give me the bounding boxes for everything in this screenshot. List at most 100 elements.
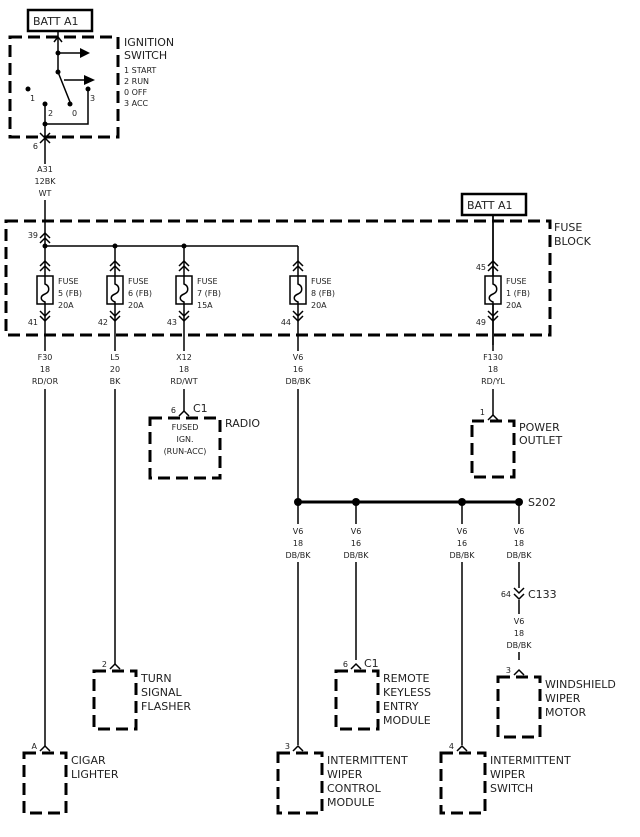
fuse-in-connector-icon xyxy=(292,259,304,272)
connector-icon xyxy=(350,662,362,670)
fuse-out-pin: 43 xyxy=(167,318,177,327)
fuse-element-icon xyxy=(488,276,498,304)
batt-a1-top: BATT A1 xyxy=(26,8,94,33)
component-title: WIPER xyxy=(545,692,581,705)
run-arrow-icon xyxy=(84,75,95,85)
fuse-in-connector-icon xyxy=(487,259,499,272)
wire-gauge: 18 xyxy=(514,539,524,548)
ignition-out-pin: 6 xyxy=(33,142,38,151)
batt-a1-right: BATT A1 xyxy=(460,192,528,217)
fuse-in-pin: 45 xyxy=(476,263,486,272)
component-outline xyxy=(334,669,380,731)
fuse-block-outline xyxy=(4,219,552,337)
component-title: REMOTE xyxy=(383,672,429,685)
connector-6-icon xyxy=(39,132,51,144)
c133-connector: 64 C133 V6 18 DB/BK xyxy=(501,587,557,650)
splice-name: S202 xyxy=(528,496,556,509)
radio-pin: 6 xyxy=(171,406,176,415)
wire-code: V6 xyxy=(457,527,468,536)
wire-gauge: 16 xyxy=(293,365,303,374)
fuse-number: 7 (FB) xyxy=(197,289,221,298)
wire-a31-label: A31 12BK WT xyxy=(28,164,62,200)
batt-a1-top-label: BATT A1 xyxy=(33,15,78,28)
component-title: MODULE xyxy=(383,714,431,727)
wire-color: RD/WT xyxy=(170,377,197,386)
contact-1-dot xyxy=(25,86,31,92)
component-pin: 3 xyxy=(285,742,290,751)
wire-code: V6 xyxy=(514,527,525,536)
connector-icon xyxy=(456,744,468,752)
power-outlet-outline xyxy=(470,419,516,479)
power-outlet-title-2: OUTLET xyxy=(519,434,563,447)
batt-a1-right-label: BATT A1 xyxy=(467,199,512,212)
fuse-in-connector-icon xyxy=(109,259,121,272)
fuse-element-icon xyxy=(293,276,303,304)
fuse-rating: 20A xyxy=(311,301,327,310)
fuse-number: 6 (FB) xyxy=(128,289,152,298)
fuse-out-connector-icon xyxy=(292,310,304,323)
c133-wire-color: DB/BK xyxy=(506,641,532,650)
wire-color: BK xyxy=(110,377,121,386)
fuse-label: FUSE xyxy=(506,277,527,286)
component-title: SIGNAL xyxy=(141,686,183,699)
fuse-element-icon xyxy=(179,276,189,304)
ignition-pos-acc: 3 ACC xyxy=(124,99,149,108)
label-bg xyxy=(473,351,513,389)
contact-label-0: 0 xyxy=(72,109,77,118)
wire-gauge: 18 xyxy=(179,365,189,374)
switch-input-connector xyxy=(53,35,63,43)
radio-inner-1: FUSED xyxy=(172,423,199,432)
ignition-switch-outline xyxy=(8,35,120,139)
component-title: MOTOR xyxy=(545,706,587,719)
component-outline xyxy=(439,751,487,815)
contact-label-3: 3 xyxy=(90,94,95,103)
power-outlet-pin: 1 xyxy=(480,408,485,417)
radio: 6 C1 RADIO FUSED IGN. (RUN-ACC) xyxy=(148,400,260,480)
wire-gauge: 16 xyxy=(457,539,467,548)
ignition-switch: IGNITION SWITCH 1 START 2 RUN 0 OFF 3 AC… xyxy=(8,31,174,220)
component-title: INTERMITTENT xyxy=(327,754,408,767)
component-outline xyxy=(496,675,542,739)
component-title: KEYLESS xyxy=(383,686,431,699)
fuse-number: 1 (FB) xyxy=(506,289,530,298)
component-title: FLASHER xyxy=(141,700,191,713)
splice-s202: S202 xyxy=(294,400,556,509)
wire-color: DB/BK xyxy=(343,551,369,560)
contact-label-2: 2 xyxy=(48,109,53,118)
fuse-out-pin: 41 xyxy=(28,318,38,327)
fuse-element-icon xyxy=(40,276,50,304)
label-bg xyxy=(278,524,318,562)
c133-name: C133 xyxy=(528,588,557,601)
switch-wiper-arm xyxy=(57,31,71,103)
contact-0-dot xyxy=(67,101,73,107)
wire-gauge: 18 xyxy=(40,365,50,374)
wire-code: F30 xyxy=(38,353,53,362)
start-arrow-icon xyxy=(80,48,90,58)
fuse-block-title-1: FUSE xyxy=(554,221,582,234)
radio-outline xyxy=(148,416,222,480)
ignition-title-2: SWITCH xyxy=(124,49,167,62)
ignition-pos-run: 2 RUN xyxy=(124,77,149,86)
label-bg xyxy=(278,351,318,389)
component-pin: 2 xyxy=(102,660,107,669)
component-pin: 6 xyxy=(343,660,348,669)
component-outline xyxy=(92,669,138,731)
component-title: WIPER xyxy=(490,768,526,781)
wire-color: DB/BK xyxy=(285,377,311,386)
fuse-rating: 15A xyxy=(197,301,213,310)
fuse-label: FUSE xyxy=(58,277,79,286)
wire-code: X12 xyxy=(176,353,192,362)
fuse-out-pin: 49 xyxy=(476,318,486,327)
radio-inner-2: IGN. xyxy=(176,435,193,444)
radio-title: RADIO xyxy=(225,417,260,430)
fuse-out-connector-icon xyxy=(487,310,499,323)
batt-a1-top-box xyxy=(26,8,94,33)
